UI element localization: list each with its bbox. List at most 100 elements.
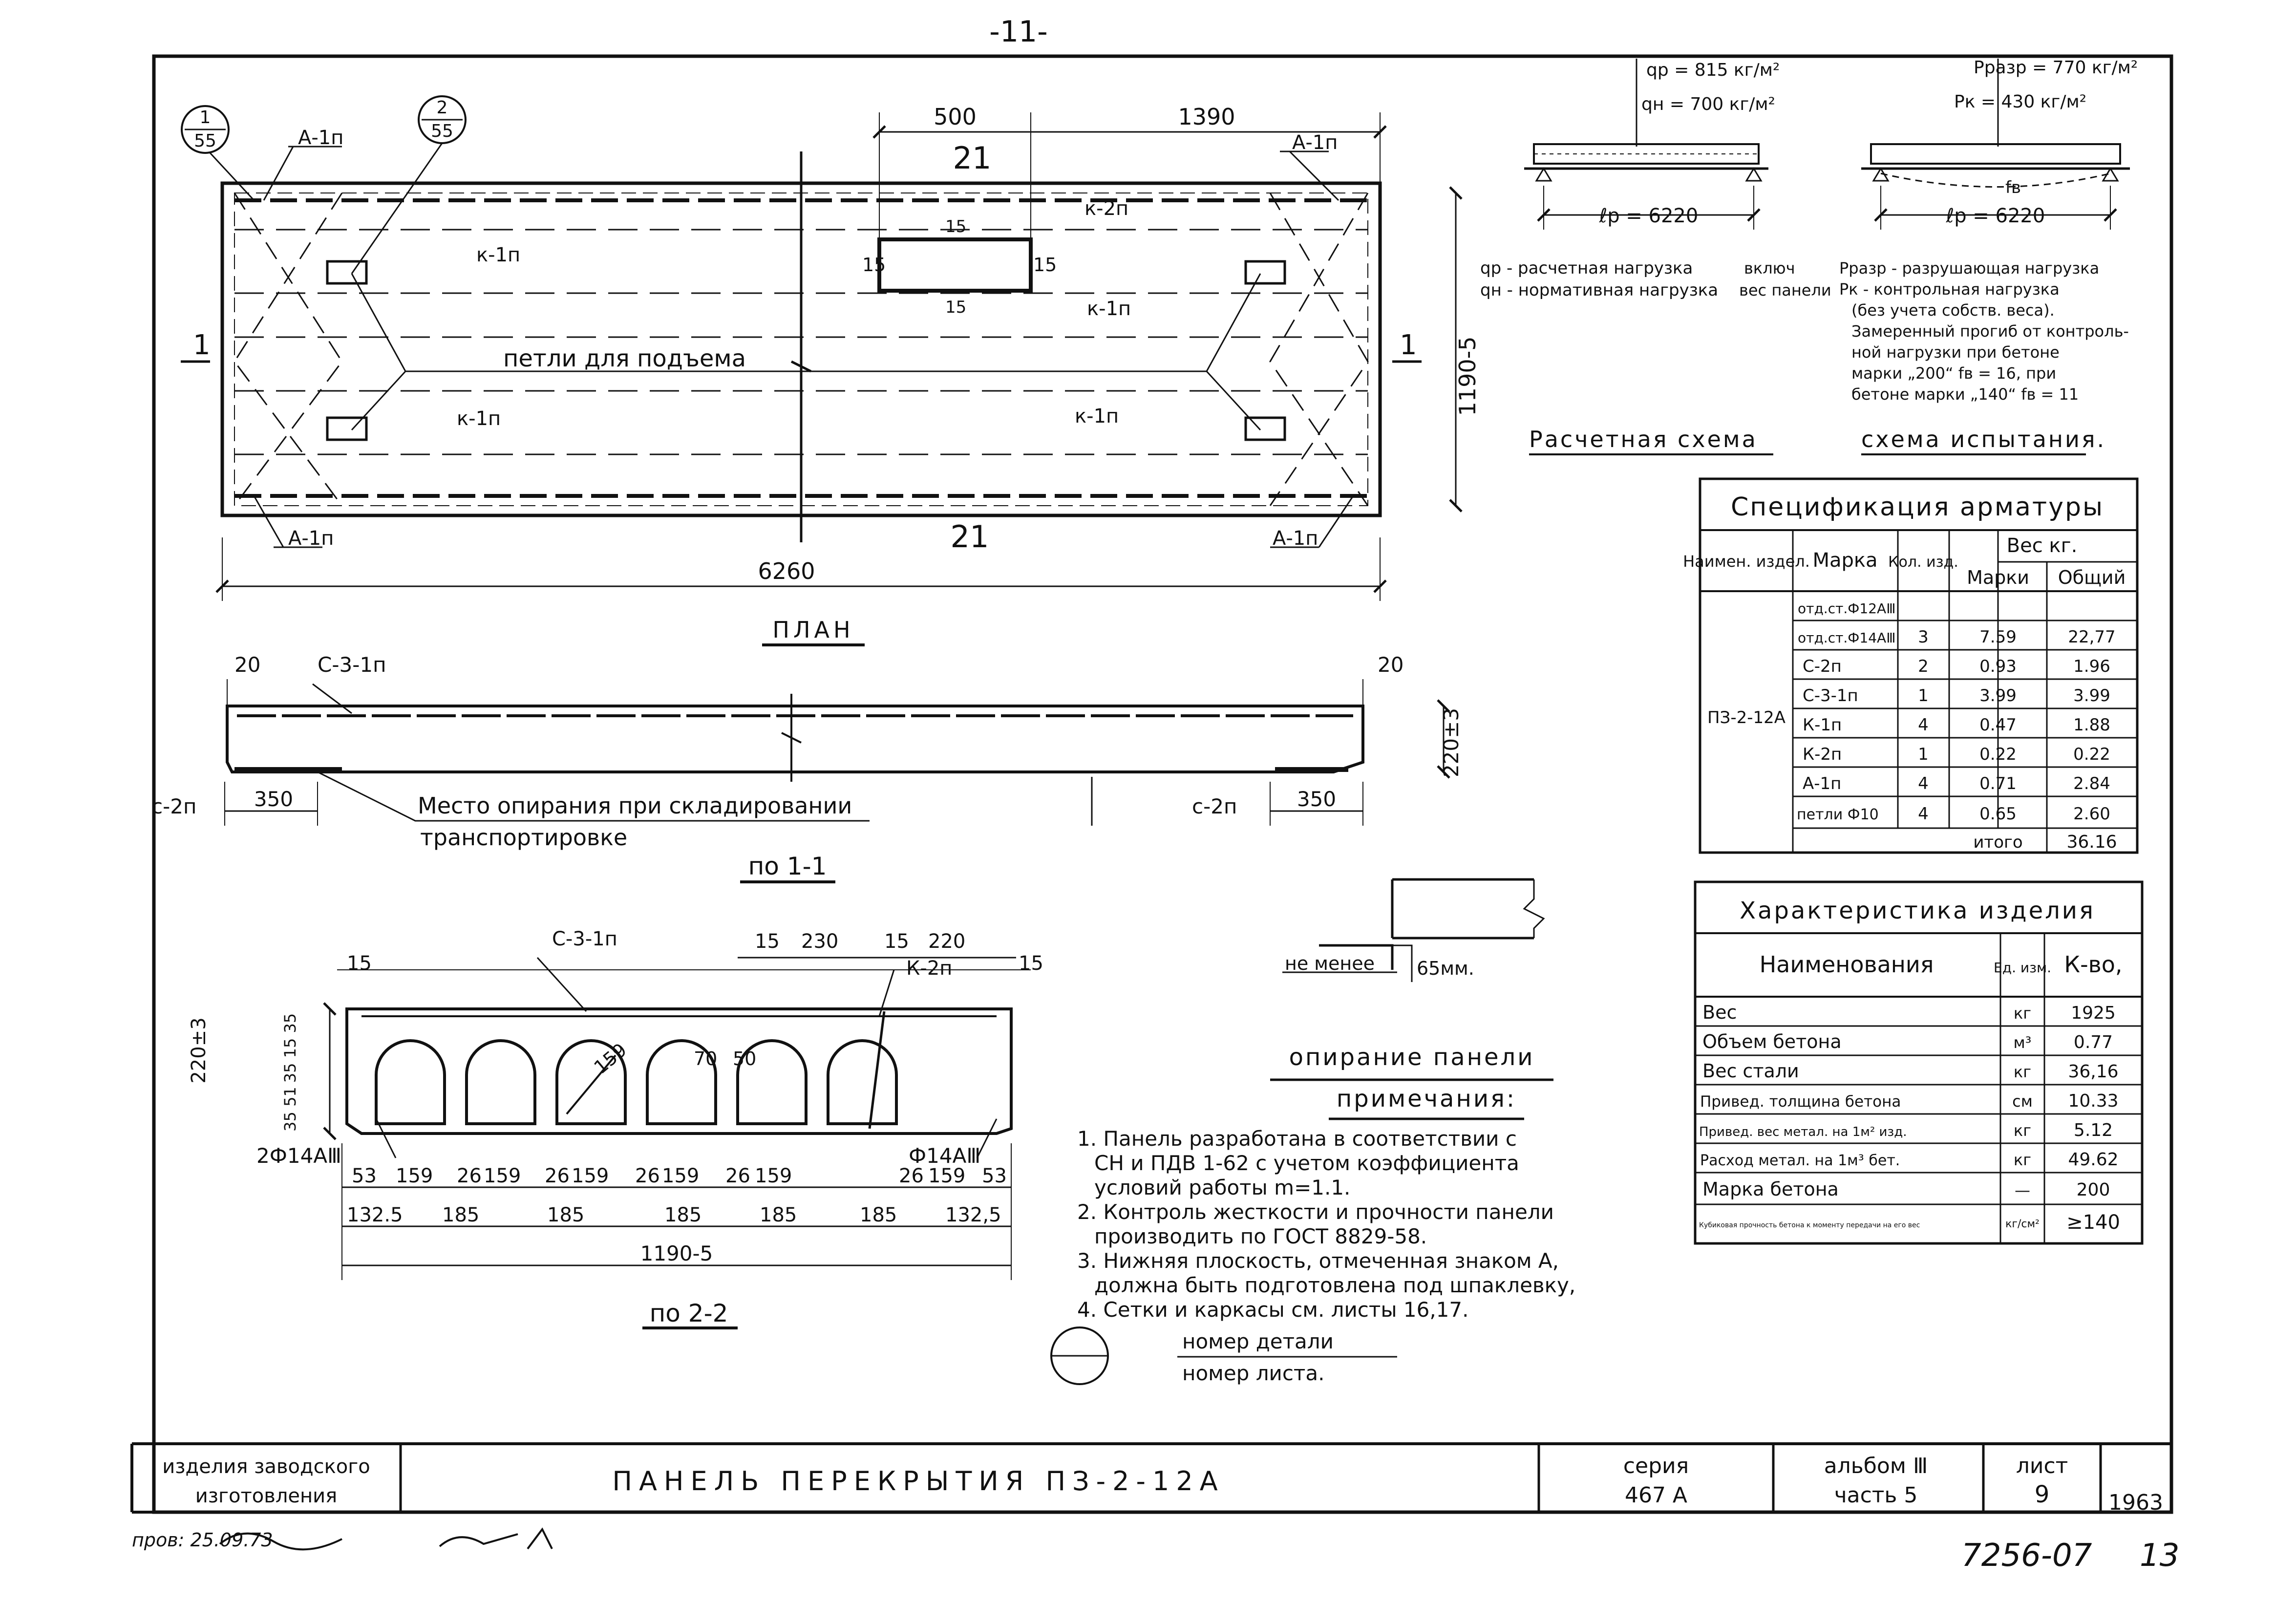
spec-r4-t: 1.88 [2073, 715, 2110, 735]
s11-caption: по 1-1 [748, 852, 827, 880]
tb-album-part: часть 5 [1834, 1483, 1918, 1508]
load-schemes [1524, 59, 2130, 455]
s22-dim-15d: 15 [1019, 952, 1043, 975]
load-pk: Рк = 430 кг/м² [1954, 92, 2086, 112]
section-2-2 [323, 957, 1031, 1329]
plan-view [181, 95, 1463, 646]
char-r7-name: Кубиковая прочность бетона к моменту пер… [1699, 1221, 1920, 1229]
s22-row2-1: 185 [442, 1204, 479, 1226]
s22-dim-70: 70 [694, 1048, 717, 1069]
spec-rows: отд.ст.Ф12АⅢ отд.ст.Ф14АⅢ 3 7.59 22,77 С… [1797, 600, 2116, 824]
plan-dim-15c: 15 [945, 217, 966, 236]
plan-dim-15a: 15 [862, 254, 886, 276]
char-h-name: Наименования [1760, 951, 1934, 978]
s22-row1-3: 159 [484, 1165, 521, 1187]
s11-support-text-2: транспортировке [420, 824, 627, 851]
s11-dim-20-left: 20 [234, 653, 260, 677]
s22-row2-5: 185 [860, 1204, 897, 1226]
spec-r2-w: 0.93 [1979, 657, 2017, 676]
s22-dim-50: 50 [733, 1048, 756, 1069]
spec-r4-w: 0.47 [1979, 715, 2017, 735]
spec-r3-w: 3.99 [1979, 686, 2017, 706]
plan-label-21-bottom: 21 [951, 519, 989, 555]
char-r4-unit: кг [2014, 1121, 2031, 1140]
bearing-detail [1270, 878, 1553, 1081]
spec-r6-mark: А-1п [1803, 774, 1841, 793]
char-r3-name: Привед. толщина бетона [1700, 1093, 1901, 1111]
s22-dim-230: 230 [801, 930, 838, 953]
s22-dim-15c: 15 [347, 952, 372, 975]
s11-label-s2p-right: с-2п [1192, 794, 1237, 818]
char-table [1694, 880, 2144, 1245]
spec-r5-w: 0.22 [1979, 745, 2017, 764]
plan-dim-6260: 6260 [758, 558, 815, 584]
spec-table [1699, 477, 2139, 854]
legend-bottom: номер листа. [1182, 1361, 1324, 1385]
note-1: СН и ПДВ 1-62 с учетом коэффициента [1094, 1151, 1519, 1175]
tb-title: ПАНЕЛЬ ПЕРЕКРЫТИЯ ПЗ-2-12А [612, 1466, 1224, 1497]
s22-row1-11: 159 [928, 1165, 965, 1187]
spec-r2-t: 1.96 [2073, 657, 2110, 676]
char-h-qty: К-во, [2064, 951, 2122, 978]
s22-row1-4: 26 [545, 1165, 570, 1187]
s22-row1-6: 26 [635, 1165, 660, 1187]
char-r5-qty: 49.62 [2068, 1150, 2118, 1170]
char-r1-name: Объем бетона [1702, 1031, 1842, 1052]
notes-title: примечания: [1337, 1085, 1516, 1112]
char-r0-unit: кг [2014, 1004, 2031, 1023]
plan-caption: ПЛАН [772, 617, 854, 643]
test-note-5: марки „200“ fв = 16, при [1851, 364, 2056, 383]
tb-left-2: изготовления [195, 1485, 338, 1507]
caption-test-scheme: схема испытания. [1861, 426, 2106, 452]
s22-row1-5: 159 [572, 1165, 609, 1187]
char-r2-name: Вес стали [1702, 1060, 1799, 1082]
char-r7-unit: кг/см² [2005, 1218, 2040, 1230]
spec-r5-t: 0.22 [2073, 745, 2110, 764]
spec-r5-qty: 1 [1918, 745, 1929, 764]
s11-dim-350-right: 350 [1297, 787, 1336, 811]
char-r5-unit: кг [2014, 1151, 2031, 1169]
tb-series-value: 467 А [1625, 1483, 1687, 1508]
s22-row1-0: 53 [352, 1165, 377, 1187]
s11-label-s31p: С-3-1п [318, 653, 386, 677]
char-r2-qty: 36,16 [2068, 1062, 2118, 1082]
tb-year: 1963 [2108, 1490, 2163, 1515]
s22-row1-7: 159 [662, 1165, 699, 1187]
spec-h-qty: Кол. изд. [1888, 554, 1958, 571]
plan-label-k1p-4: к-1п [1075, 405, 1119, 428]
legend-qp: qр - расчетная нагрузка [1480, 258, 1693, 278]
test-note-2: (без учета собств. веса). [1851, 301, 2055, 320]
char-r6-name: Марка бетона [1702, 1178, 1839, 1200]
bearing-value: 65мм. [1417, 958, 1474, 979]
s22-label-s31p: С-3-1п [552, 928, 617, 950]
s22-row2-6: 132,5 [945, 1204, 1001, 1226]
tb-left-1: изделия заводского [162, 1455, 370, 1478]
s22-dim-15b: 15 [884, 930, 909, 953]
spec-h-name: Наимен. издел. [1683, 552, 1810, 571]
spec-title: Спецификация арматуры [1731, 492, 2104, 522]
s22-row2-4: 185 [760, 1204, 797, 1226]
plan-label-a1p-tr: А-1п [1292, 131, 1338, 154]
char-r1-qty: 0.77 [2074, 1032, 2113, 1052]
spec-r7-qty: 4 [1918, 804, 1929, 824]
test-note-4: ной нагрузки при бетоне [1851, 343, 2060, 362]
s22-total: 1190-5 [640, 1241, 713, 1265]
s22-row2-2: 185 [547, 1204, 584, 1226]
spec-r7-t: 2.60 [2073, 804, 2110, 824]
plan-opening [877, 237, 1033, 293]
page-number: -11- [989, 15, 1048, 49]
load-lp-right: ℓр = 6220 [1946, 205, 2045, 227]
plan-section-mark-left: 1 [193, 329, 211, 361]
plan-label-21-top: 21 [953, 140, 992, 176]
spec-total-label: итого [1973, 833, 2022, 852]
plan-label-k1p-3: к-1п [1087, 298, 1131, 320]
spec-h-w-mark: Марки [1967, 567, 2029, 588]
spec-r1-t: 22,77 [2068, 627, 2115, 647]
spec-r6-qty: 4 [1918, 774, 1929, 793]
s22-row1-2: 26 [457, 1165, 482, 1187]
s22-row1-10: 26 [899, 1165, 924, 1187]
test-note-3: Замеренный прогиб от контроль- [1851, 322, 2129, 341]
s22-row1-1: 159 [396, 1165, 433, 1187]
s11-support-text-1: Место опирания при складировании [418, 792, 852, 819]
callout-2-sheet: 55 [431, 121, 453, 141]
